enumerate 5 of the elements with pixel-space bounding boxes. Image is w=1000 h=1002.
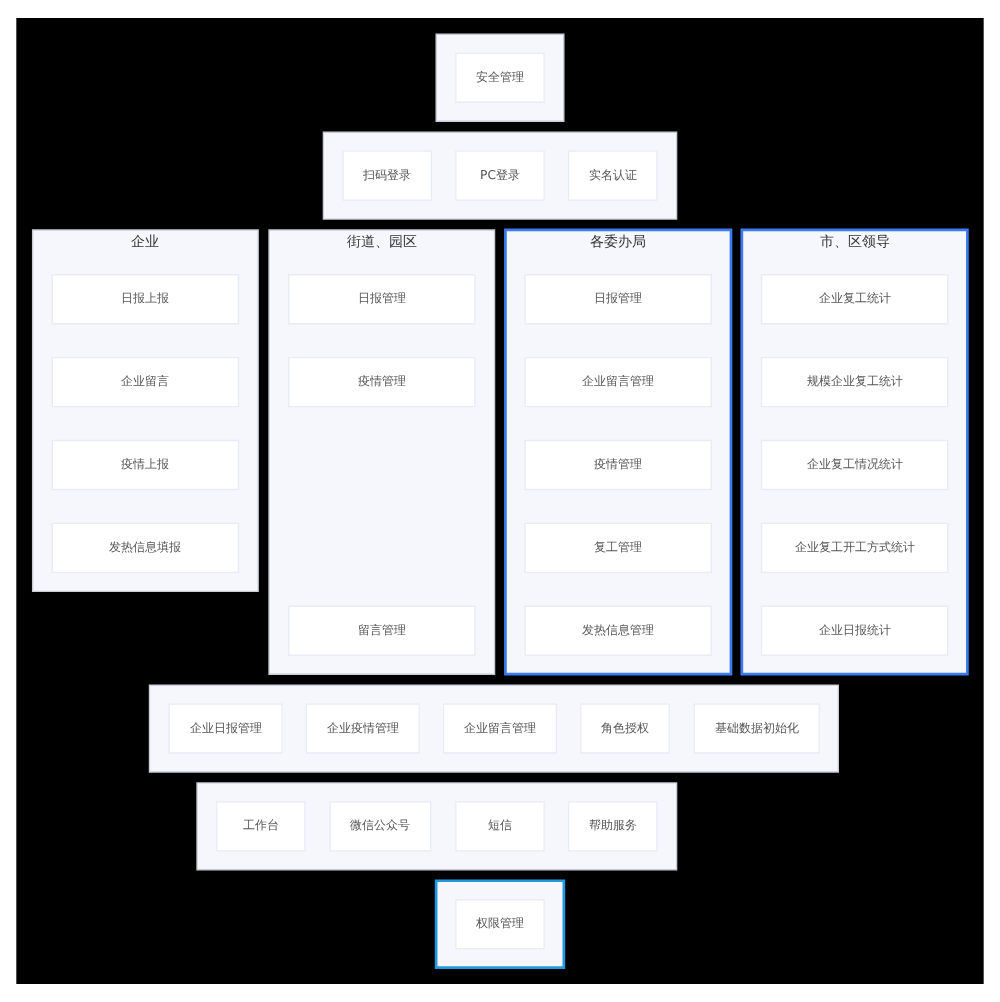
cluster xyxy=(148,684,839,773)
cluster xyxy=(322,131,678,220)
cluster xyxy=(434,879,566,970)
cluster xyxy=(196,782,678,871)
cluster xyxy=(435,33,565,122)
